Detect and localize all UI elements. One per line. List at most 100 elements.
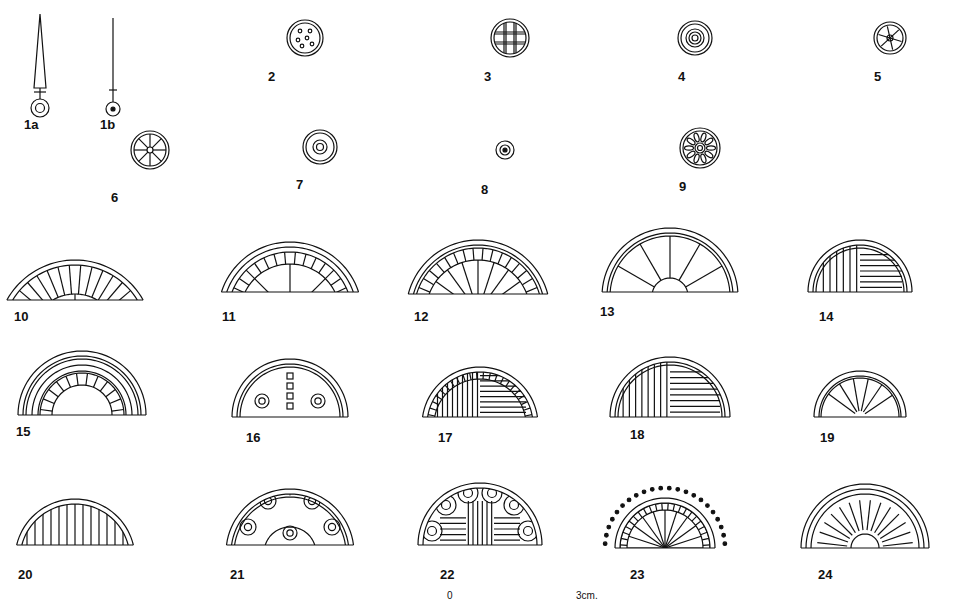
spoke [74,294,75,338]
hatch-line [480,380,526,381]
outer-rim [232,359,348,417]
rib [853,379,859,412]
square-cell [287,393,293,399]
hatch-line [480,391,526,392]
ring [290,23,320,53]
cell-divider [100,382,107,392]
rib [820,532,848,542]
ring [298,29,302,33]
ring [313,140,327,154]
ring [503,148,507,152]
hatch-line [829,240,830,292]
hatch-line [468,501,469,545]
cell-divider [319,263,326,273]
ring [615,510,619,514]
hatch-line [440,528,466,529]
semicircular-ornament [227,489,354,545]
ring [603,542,607,546]
rib [878,514,899,535]
hatch-line [823,240,824,292]
ring [111,107,115,111]
ring [723,542,727,546]
rib [831,514,852,535]
ring [308,29,312,33]
ring [695,143,705,153]
hatch-line [472,501,473,545]
cell-divider [472,248,474,260]
cell-divider [683,509,686,515]
inner-ring [240,367,340,417]
base-line [418,544,542,545]
cell-divider [246,270,254,278]
semicircular-ornament [602,228,738,296]
ring [722,533,726,537]
spoke [290,279,325,314]
rib [116,310,143,321]
ring [496,141,514,159]
callout-number: 3 [484,70,491,83]
hatch-line [480,412,526,413]
cell-divider [429,270,438,278]
hatch-line [50,485,51,545]
cell-divider [294,252,295,264]
ring [494,22,526,54]
base-line [423,416,538,417]
hatch-line [629,357,630,417]
cell-divider [66,376,71,387]
ring [306,133,334,161]
hatch-line [494,540,520,541]
ring [686,29,704,47]
rib [69,265,71,294]
spoke [477,260,478,312]
spoke [478,311,530,312]
stroke-line [494,43,526,44]
rib [880,522,905,538]
hatch-line [494,534,520,535]
cell-divider [93,376,98,387]
callout-number: 13 [600,305,614,318]
hatch-line [477,359,478,417]
spoke [478,263,494,312]
ring [287,530,293,536]
ring [706,504,710,508]
hatch-line [90,485,91,545]
spoke [629,536,665,548]
cell-divider [335,288,346,293]
rib [867,500,870,530]
spoke [240,313,290,314]
base-line [801,547,929,548]
callout-number: 1b [100,118,115,131]
spoke [665,526,696,548]
stroke-line [494,33,526,34]
petal [686,150,696,159]
spoke [31,337,75,338]
cell-divider [56,382,63,392]
callout-number: 12 [414,310,428,323]
rib [882,532,910,542]
spoke [618,266,654,287]
cell-divider [110,399,121,404]
cell-divider [633,516,638,521]
cell-divider [285,252,286,264]
ring [681,24,709,52]
cell-divider [428,407,437,410]
hatch-line [480,401,526,402]
ring [607,525,611,529]
hatch-line [440,517,466,518]
spoke [640,244,661,280]
cell-divider [512,263,520,272]
spoke [634,526,665,548]
stroke-line [149,153,150,166]
ring [482,483,502,503]
cell-divider [43,399,54,404]
cell-divider [234,288,245,293]
disc-ornament [678,21,712,55]
callout-number: 14 [819,310,833,323]
cell-ring [620,503,710,548]
rib [119,332,148,334]
inner-rim [615,362,725,417]
hatch-line [660,357,661,417]
square-cell [287,383,293,389]
cell-divider [521,401,529,405]
rib [2,332,31,334]
